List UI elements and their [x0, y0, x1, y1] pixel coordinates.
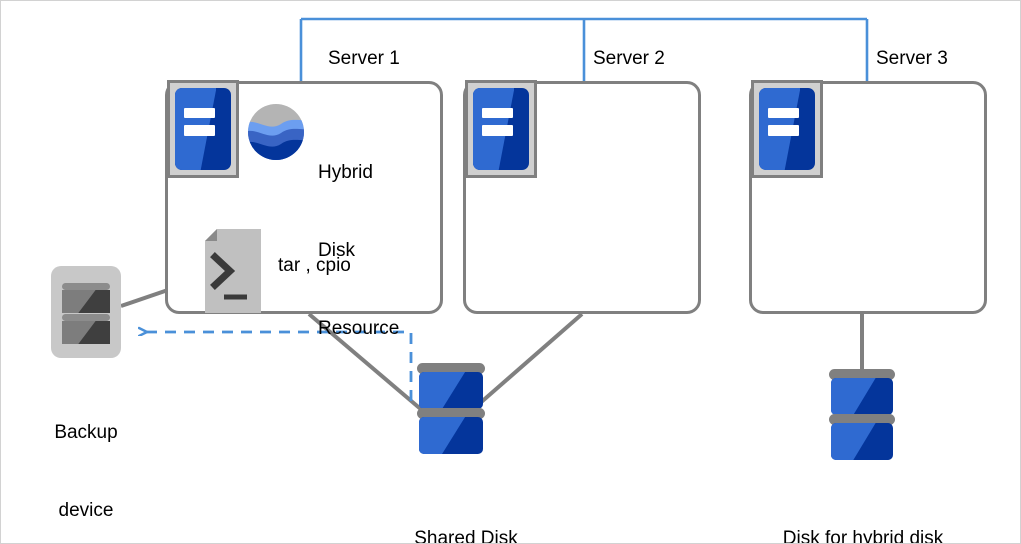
- shared-disk-label: Shared Disk for hybrid disk resource: [321, 471, 611, 544]
- resource-label-line-2: Disk: [318, 240, 355, 261]
- disk-cap: [417, 408, 485, 419]
- disk-body: [419, 417, 483, 454]
- server-2-chassis-icon: [465, 80, 537, 178]
- backup-disk-cap: [62, 283, 110, 290]
- server-3-label: Server 3: [876, 48, 948, 69]
- shared-disk-icon: [417, 363, 485, 457]
- chassis-slot-bar: [767, 124, 800, 136]
- backup-device-icon: [51, 266, 121, 358]
- server-1-chassis-icon: [167, 80, 239, 178]
- server-1-label: Server 1: [328, 48, 400, 69]
- shared-disk-connectors: [307, 312, 584, 413]
- server-2-label: Server 2: [593, 48, 665, 69]
- hybrid-disk-resource-label: Hybrid Disk Resource: [318, 108, 399, 394]
- disk-cap: [829, 369, 895, 380]
- server3-disk-icon: [829, 369, 895, 463]
- server-chassis-body: [759, 88, 815, 170]
- chassis-slot-bar: [767, 107, 800, 119]
- chassis-slot-bar: [183, 107, 216, 119]
- backup-flow-arrow: [139, 332, 413, 401]
- disk-body: [419, 372, 483, 409]
- server-chassis-body: [175, 88, 231, 170]
- backup-device-label: Backup device: [26, 368, 146, 543]
- hybrid-disk-globe-icon: [247, 103, 305, 161]
- script-label: tar , cpio: [278, 255, 351, 276]
- server3-disk-label-line-1: Disk for hybrid disk: [782, 528, 944, 544]
- disk-body: [831, 423, 893, 460]
- backup-disk-body: [62, 290, 110, 313]
- chassis-slot-bar: [481, 107, 514, 119]
- backup-disk-cap: [62, 314, 110, 321]
- server-chassis-body: [473, 88, 529, 170]
- resource-label-line-1: Hybrid: [318, 162, 373, 183]
- server-3-box[interactable]: [749, 81, 987, 314]
- backup-device-label-line-2: device: [58, 500, 114, 521]
- disk-body: [831, 378, 893, 415]
- terminal-script-icon: [199, 229, 267, 313]
- server3-disk-label: Disk for hybrid disk resource: [747, 471, 979, 544]
- shared-disk-label-line-1: Shared Disk: [414, 528, 518, 544]
- network-interconnect: [299, 17, 869, 81]
- backup-disk-body: [62, 321, 110, 344]
- resource-label-line-3: Resource: [318, 318, 400, 339]
- disk-cap: [829, 414, 895, 425]
- disk-cap: [417, 363, 485, 374]
- server-3-chassis-icon: [751, 80, 823, 178]
- chassis-slot-bar: [481, 124, 514, 136]
- chassis-slot-bar: [183, 124, 216, 136]
- backup-device-label-line-1: Backup: [54, 422, 118, 443]
